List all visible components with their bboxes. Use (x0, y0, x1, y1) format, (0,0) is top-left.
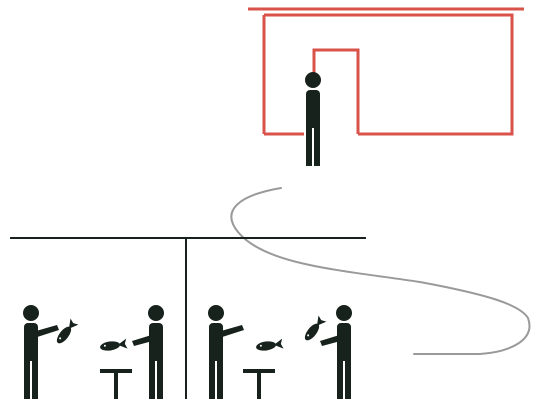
person-icon (320, 305, 352, 399)
market-structure (10, 238, 366, 399)
right-stall (208, 305, 352, 399)
house-icon (248, 9, 524, 134)
table-icon (99, 339, 132, 399)
winding-path (231, 188, 529, 354)
left-stall (23, 305, 164, 399)
person-holding-fish-icon (23, 305, 78, 399)
person-icon (132, 305, 164, 399)
person-icon (305, 72, 321, 166)
door-icon (314, 50, 358, 134)
person-holding-fish-icon (208, 305, 326, 399)
table-icon (243, 339, 284, 399)
house-wall (264, 15, 512, 134)
